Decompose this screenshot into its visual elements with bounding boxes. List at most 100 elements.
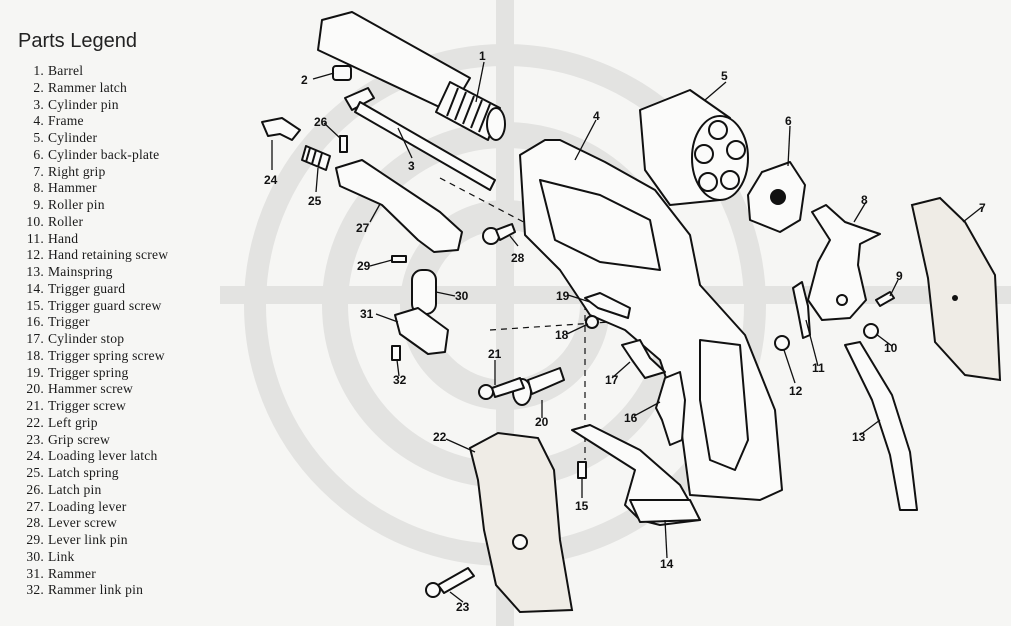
legend-item-number: 19. — [26, 364, 44, 380]
legend-item: 10.Roller — [18, 214, 248, 231]
legend-item-number: 24. — [26, 448, 44, 464]
legend-item: 19.Trigger spring — [18, 365, 248, 382]
legend-item-number: 9. — [33, 197, 44, 212]
latch-spring-part — [301, 145, 331, 171]
callout-21: 21 — [488, 347, 502, 361]
trigger-spring-screw-part — [585, 315, 599, 329]
legend-item: 30.Link — [18, 549, 248, 566]
mainspring-part — [844, 341, 918, 511]
legend-item-number: 8. — [33, 180, 44, 196]
legend-item-number: 10. — [26, 213, 44, 229]
legend-item-number: 27. — [26, 498, 44, 514]
barrel-part — [317, 11, 506, 141]
legend-item-label: Rammer — [48, 565, 97, 581]
legend-item-number: 4. — [33, 113, 44, 129]
legend-item: 5.Cylinder — [18, 130, 248, 147]
legend-item-number: 11. — [26, 230, 44, 246]
legend-item-label: Trigger — [48, 314, 90, 330]
legend-item-number: 32. — [26, 582, 44, 598]
legend-item-label: Rammer link pin — [48, 582, 144, 598]
legend-item-number: 6. — [33, 146, 44, 162]
callout-31: 31 — [360, 307, 374, 321]
legend-item: 9.Roller pin — [18, 197, 248, 214]
legend-item-number: 17. — [26, 331, 44, 346]
legend-item-number: 23. — [26, 431, 44, 447]
legend-item-number: 20. — [26, 381, 44, 397]
callout-5: 5 — [721, 69, 728, 83]
callout-25: 25 — [308, 194, 322, 208]
legend-item: 4.Frame — [18, 113, 248, 130]
legend-item-number: 15. — [26, 297, 44, 313]
legend-item-number: 12. — [26, 247, 44, 263]
callout-28: 28 — [511, 251, 525, 265]
right-grip-part — [910, 196, 1002, 382]
legend-item-label: Trigger spring screw — [48, 347, 165, 363]
trigger-part — [655, 371, 686, 446]
legend-item-label: Cylinder back-plate — [48, 146, 160, 162]
legend-item-label: Trigger guard — [48, 280, 126, 296]
legend-item: 14.Trigger guard — [18, 281, 248, 298]
trigger-screw-part — [478, 377, 525, 400]
callout-27: 27 — [356, 221, 370, 235]
legend-item-label: Hammer screw — [48, 381, 134, 397]
legend-item-number: 13. — [26, 264, 44, 279]
latch-pin-part — [339, 135, 348, 153]
legend-item: 16.Trigger — [18, 314, 248, 331]
legend-item-label: Barrel — [48, 63, 84, 78]
callout-32: 32 — [393, 373, 407, 387]
callout-26: 26 — [314, 115, 328, 129]
link-part — [411, 269, 437, 315]
legend-title: Parts Legend — [18, 30, 137, 52]
legend-item-label: Loading lever — [48, 498, 127, 514]
grip-screw-part — [425, 567, 475, 598]
legend-item-number: 5. — [33, 130, 44, 145]
legend-item-label: Latch pin — [48, 481, 102, 497]
legend-item: 11.Hand — [18, 231, 248, 248]
callout-14: 14 — [660, 557, 674, 571]
legend-item-number: 28. — [26, 515, 44, 531]
callout-4: 4 — [593, 109, 600, 123]
hand-retaining-screw-part — [774, 335, 790, 351]
rammer-link-pin-part — [391, 345, 401, 361]
legend-item: 3.Cylinder pin — [18, 97, 248, 114]
trigger-guard-screw-part — [577, 461, 587, 479]
callout-18: 18 — [555, 328, 569, 342]
callout-16: 16 — [624, 411, 638, 425]
legend-item-number: 30. — [26, 548, 44, 564]
legend-item-label: Frame — [48, 113, 84, 129]
callout-9: 9 — [896, 269, 903, 283]
legend-item: 26.Latch pin — [18, 482, 248, 499]
legend-item-number: 22. — [26, 414, 44, 430]
legend-item: 7.Right grip — [18, 164, 248, 181]
legend-item-label: Lever link pin — [48, 532, 128, 547]
legend-item-number: 7. — [33, 163, 44, 179]
legend-item-label: Grip screw — [48, 431, 111, 447]
legend-item-label: Loading lever latch — [48, 448, 158, 464]
callout-23: 23 — [456, 600, 470, 614]
callout-10: 10 — [884, 341, 898, 355]
legend-item: 31.Rammer — [18, 566, 248, 583]
legend-item-label: Trigger spring — [48, 364, 129, 380]
callout-13: 13 — [852, 430, 866, 444]
legend-item-number: 14. — [26, 280, 44, 296]
loading-lever-part — [335, 159, 463, 253]
callout-2: 2 — [301, 73, 308, 87]
legend-item: 17. Cylinder stop — [18, 331, 248, 348]
legend-item: 2.Rammer latch — [18, 80, 248, 97]
legend-item: 20.Hammer screw — [18, 381, 248, 398]
legend-item-number: 29. — [26, 532, 44, 547]
legend-item-number: 2. — [33, 79, 44, 95]
legend-item-label: Left grip — [48, 414, 98, 430]
leader-lines — [271, 61, 983, 603]
cylinder-part — [639, 89, 749, 206]
roller-pin-part — [875, 291, 895, 307]
legend-item-label: Cylinder stop — [48, 331, 125, 346]
legend-item-number: 16. — [26, 314, 44, 330]
callout-19: 19 — [556, 289, 570, 303]
legend-item: 15.Trigger guard screw — [18, 298, 248, 315]
hammer-part — [807, 204, 881, 321]
trigger-spring-part — [584, 292, 631, 319]
